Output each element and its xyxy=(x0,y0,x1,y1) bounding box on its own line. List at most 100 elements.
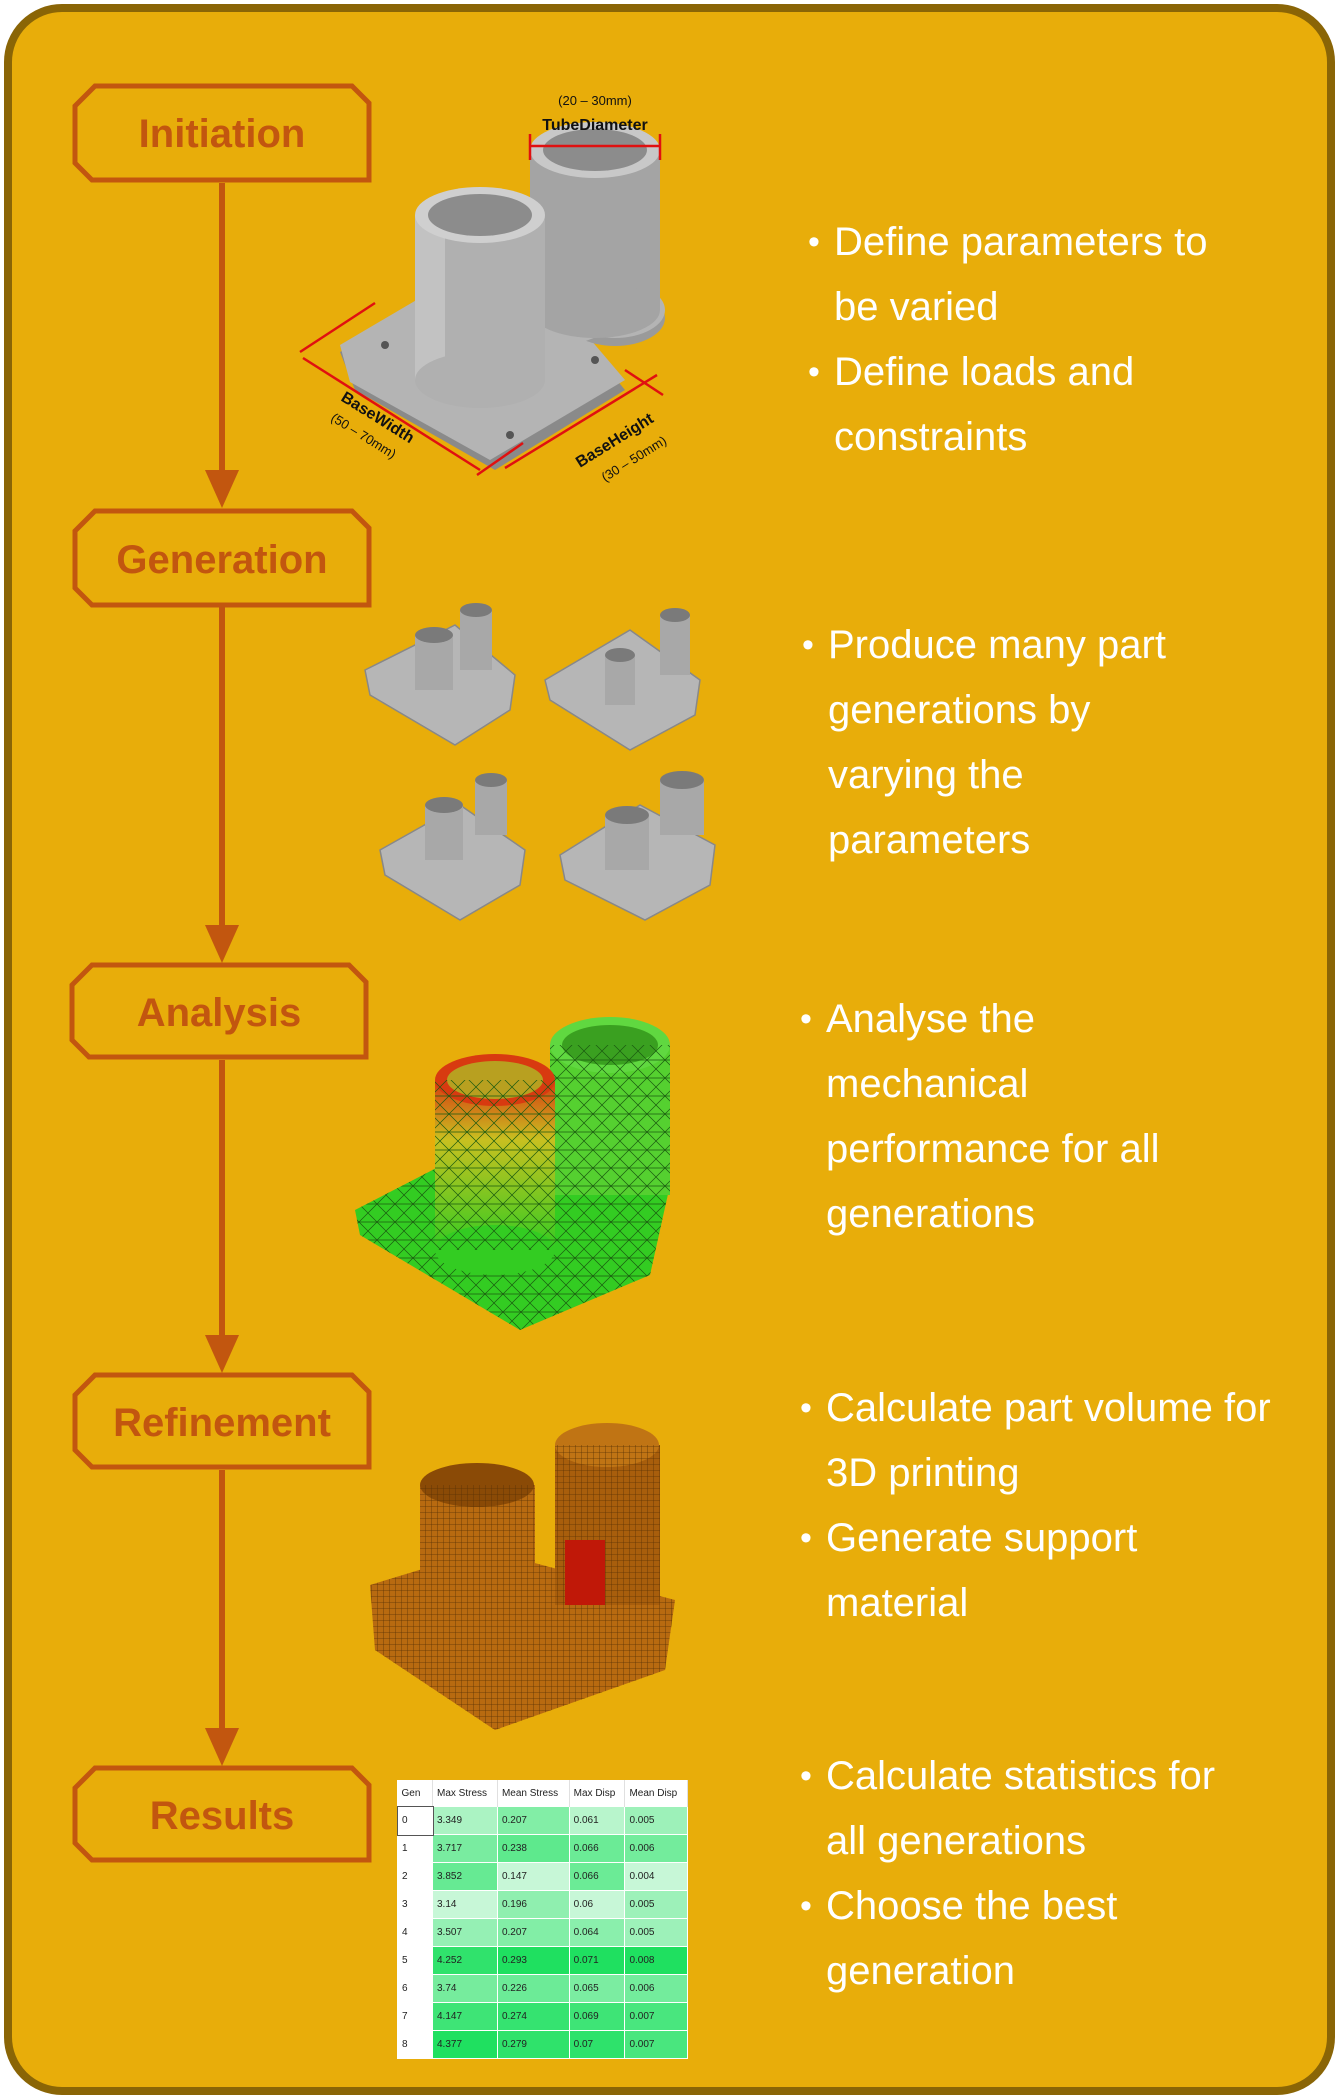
initiation-bullets: Define parameters to be varied Define lo… xyxy=(808,210,1254,470)
value-cell: 0.004 xyxy=(624,1862,688,1891)
bullet-text: Generate support material xyxy=(800,1506,1206,1636)
arrow-head-1 xyxy=(205,470,239,508)
box-results xyxy=(72,1765,372,1863)
value-cell: 0.069 xyxy=(568,2002,626,2031)
box-refinement xyxy=(72,1372,372,1470)
header-mean-disp: Mean Disp xyxy=(624,1780,688,1807)
stage-label-analysis: Analysis xyxy=(137,991,302,1035)
tube-diameter-label: TubeDiameter xyxy=(542,117,648,134)
value-cell: 0.007 xyxy=(624,2030,688,2059)
value-cell: 3.74 xyxy=(432,1974,498,2003)
bullet-text: Define loads and constraints xyxy=(808,340,1174,470)
value-cell: 0.064 xyxy=(568,1918,626,1947)
value-cell: 0.005 xyxy=(624,1918,688,1947)
bullet-text: Produce many part generations by varying… xyxy=(802,613,1228,873)
value-cell: 0.008 xyxy=(624,1946,688,1975)
arrow-head-2 xyxy=(205,925,239,963)
value-cell: 0.226 xyxy=(496,1974,570,2003)
box-generation xyxy=(72,508,372,608)
refinement-voxel-image xyxy=(370,1423,675,1730)
value-cell: 3.507 xyxy=(432,1918,498,1947)
gen-cell: 5 xyxy=(397,1946,433,1975)
gen-cell: 8 xyxy=(397,2030,433,2059)
value-cell: 0.207 xyxy=(496,1806,570,1835)
value-cell: 0.196 xyxy=(496,1890,570,1919)
value-cell: 3.717 xyxy=(432,1834,498,1863)
value-cell: 0.279 xyxy=(496,2030,570,2059)
value-cell: 0.147 xyxy=(496,1862,570,1891)
value-cell: 0.293 xyxy=(496,1946,570,1975)
value-cell: 0.066 xyxy=(568,1834,626,1863)
box-initiation xyxy=(72,83,372,183)
value-cell: 0.065 xyxy=(568,1974,626,2003)
gen-cell: 4 xyxy=(397,1918,433,1947)
statistics-table: Gen Max Stress Mean Stress Max Disp Mean… xyxy=(396,1780,688,2059)
gen-cell: 7 xyxy=(397,2002,433,2031)
generation-variant-1 xyxy=(364,603,516,746)
gen-cell: 6 xyxy=(397,1974,433,2003)
table-header-row: Gen Max Stress Mean Stress Max Disp Mean… xyxy=(397,1780,688,1807)
part-generations-image xyxy=(364,603,716,921)
generation-variant-3 xyxy=(379,773,526,921)
arrow-head-3 xyxy=(205,1335,239,1373)
value-cell: 0.007 xyxy=(624,2002,688,2031)
value-cell: 3.349 xyxy=(432,1806,498,1835)
value-cell: 0.207 xyxy=(496,1918,570,1947)
stage-label-initiation: Initiation xyxy=(139,112,306,156)
value-cell: 0.006 xyxy=(624,1974,688,2003)
value-cell: 4.147 xyxy=(432,2002,498,2031)
bullet-text: Analyse the mechanical performance for a… xyxy=(800,987,1226,1247)
box-analysis xyxy=(69,962,369,1060)
value-cell: 0.005 xyxy=(624,1806,688,1835)
gen-cell: 2 xyxy=(397,1862,433,1891)
value-cell: 0.238 xyxy=(496,1834,570,1863)
value-cell: 0.066 xyxy=(568,1862,626,1891)
value-cell: 3.852 xyxy=(432,1862,498,1891)
value-cell: 0.005 xyxy=(624,1890,688,1919)
value-cell: 0.006 xyxy=(624,1834,688,1863)
value-cell: 4.252 xyxy=(432,1946,498,1975)
stage-label-generation: Generation xyxy=(116,538,327,582)
bullet-text: Calculate statistics for all generations xyxy=(800,1744,1226,1874)
analysis-bullets: Analyse the mechanical performance for a… xyxy=(800,987,1226,1247)
generation-bullets: Produce many part generations by varying… xyxy=(802,613,1228,873)
generation-variant-4 xyxy=(559,771,716,921)
parametric-part-image: (20 – 30mm) TubeDiameter BaseWidth (50 –… xyxy=(299,93,669,485)
bullet-text: Define parameters to be varied xyxy=(808,210,1254,340)
value-cell: 4.377 xyxy=(432,2030,498,2059)
stage-label-refinement: Refinement xyxy=(113,1401,331,1445)
generation-variant-2 xyxy=(544,608,701,751)
value-cell: 3.14 xyxy=(432,1890,498,1919)
header-gen: Gen xyxy=(397,1780,433,1807)
fea-analysis-image xyxy=(355,1017,670,1330)
gen-cell: 3 xyxy=(397,1890,433,1919)
value-cell: 0.06 xyxy=(568,1890,626,1919)
value-cell: 0.071 xyxy=(568,1946,626,1975)
refinement-bullets: Calculate part volume for 3D printing Ge… xyxy=(800,1376,1276,1636)
value-cell: 0.274 xyxy=(496,2002,570,2031)
value-cell: 0.061 xyxy=(568,1806,626,1835)
bullet-text: Calculate part volume for 3D printing xyxy=(800,1376,1276,1506)
tube-diameter-range: (20 – 30mm) xyxy=(558,93,632,108)
header-max-stress: Max Stress xyxy=(432,1780,498,1807)
header-max-disp: Max Disp xyxy=(569,1780,626,1807)
gen-cell: 1 xyxy=(397,1834,433,1863)
stage-label-results: Results xyxy=(150,1794,295,1838)
bullet-text: Choose the best generation xyxy=(800,1874,1186,2004)
gen-cell: 0 xyxy=(396,1805,434,1836)
arrow-head-4 xyxy=(205,1728,239,1766)
header-mean-stress: Mean Stress xyxy=(497,1780,570,1807)
value-cell: 0.07 xyxy=(568,2030,626,2059)
results-bullets: Calculate statistics for all generations… xyxy=(800,1744,1226,2004)
